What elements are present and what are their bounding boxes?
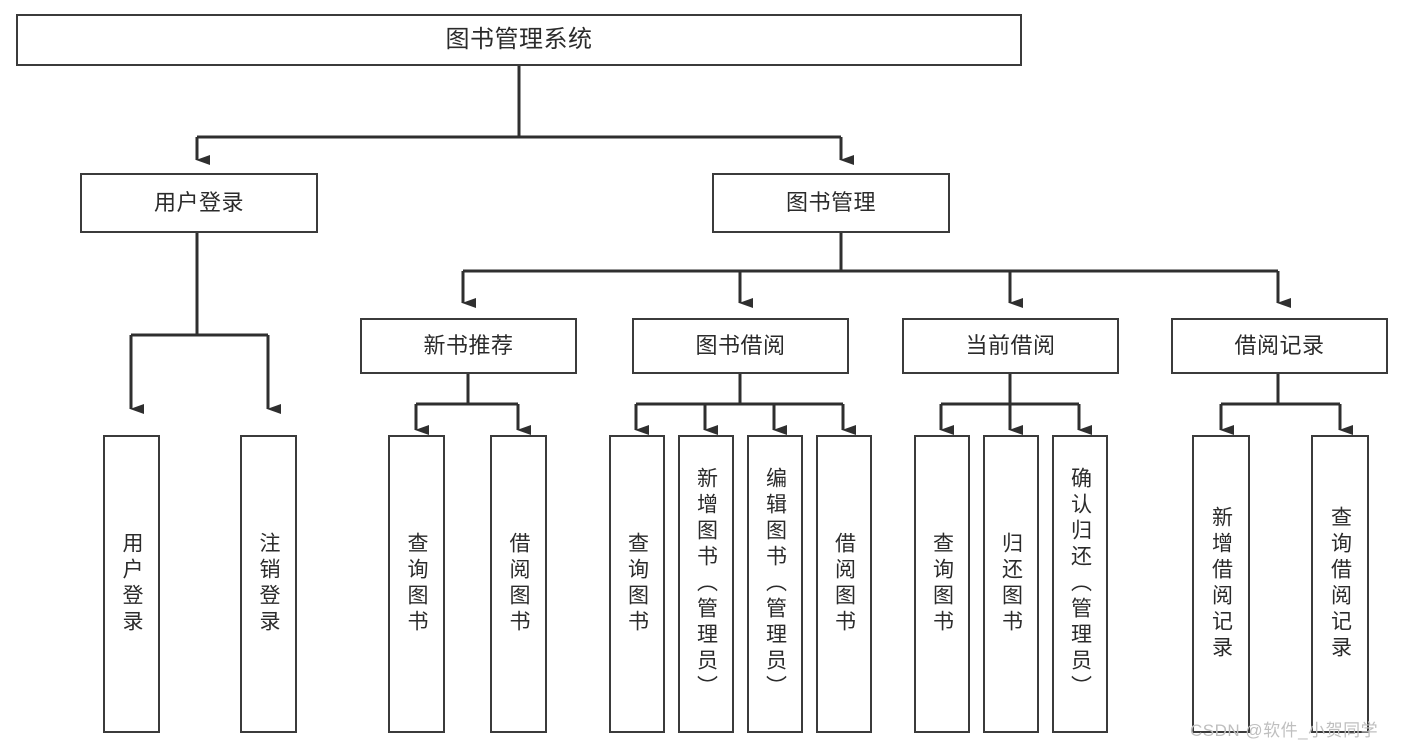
- node-label: 当前借阅: [965, 333, 1056, 359]
- node-label: 新书推荐: [423, 333, 514, 359]
- leaf-current-borrow-confirm-return-admin[interactable]: 确认归还（管理员）: [1052, 435, 1108, 733]
- node-label: 新增借阅记录: [1209, 506, 1233, 662]
- leaf-user-login-login[interactable]: 用户登录: [103, 435, 160, 733]
- node-label: 图书借阅: [695, 333, 786, 359]
- node-label: 编辑图书（管理员）: [763, 467, 787, 701]
- leaf-book-borrow-edit-book-admin[interactable]: 编辑图书（管理员）: [747, 435, 803, 733]
- node-label: 查询图书: [625, 532, 649, 636]
- node-borrow-record[interactable]: 借阅记录: [1171, 318, 1388, 374]
- leaf-borrow-record-add-record[interactable]: 新增借阅记录: [1192, 435, 1250, 733]
- node-label: 用户登录: [120, 532, 143, 636]
- leaf-current-borrow-query-book[interactable]: 查询图书: [914, 435, 970, 733]
- node-label: 确认归还（管理员）: [1068, 467, 1092, 701]
- node-label: 借阅图书: [832, 532, 856, 636]
- node-label: 查询图书: [405, 532, 428, 636]
- leaf-borrow-record-query-record[interactable]: 查询借阅记录: [1311, 435, 1369, 733]
- leaf-current-borrow-return-book[interactable]: 归还图书: [983, 435, 1039, 733]
- leaf-book-borrow-add-book-admin[interactable]: 新增图书（管理员）: [678, 435, 734, 733]
- node-label: 注销登录: [257, 532, 280, 636]
- node-book-management[interactable]: 图书管理: [712, 173, 950, 233]
- node-book-borrow[interactable]: 图书借阅: [632, 318, 849, 374]
- node-current-borrow[interactable]: 当前借阅: [902, 318, 1119, 374]
- node-label: 借阅记录: [1234, 333, 1325, 359]
- leaf-book-borrow-query-book[interactable]: 查询图书: [609, 435, 665, 733]
- watermark: CSDN @软件_小贺同学: [1190, 721, 1379, 740]
- node-label: 图书管理: [785, 190, 876, 216]
- node-label: 归还图书: [999, 532, 1023, 636]
- node-label: 新增图书（管理员）: [694, 467, 718, 701]
- leaf-book-borrow-borrow-book[interactable]: 借阅图书: [816, 435, 872, 733]
- node-root-book-management-system[interactable]: 图书管理系统: [16, 14, 1022, 66]
- node-user-login[interactable]: 用户登录: [80, 173, 318, 233]
- node-label: 用户登录: [153, 190, 244, 216]
- node-label: 查询图书: [930, 532, 954, 636]
- leaf-new-book-query-book[interactable]: 查询图书: [388, 435, 445, 733]
- node-label: 查询借阅记录: [1328, 506, 1352, 662]
- node-new-book-recommend[interactable]: 新书推荐: [360, 318, 577, 374]
- leaf-new-book-borrow-book[interactable]: 借阅图书: [490, 435, 547, 733]
- node-label: 借阅图书: [507, 532, 530, 636]
- node-label: 图书管理系统: [445, 26, 593, 53]
- leaf-user-login-logout[interactable]: 注销登录: [240, 435, 297, 733]
